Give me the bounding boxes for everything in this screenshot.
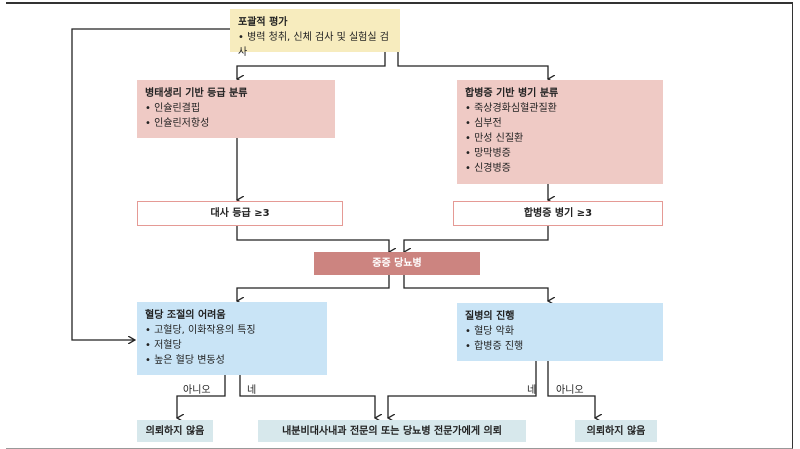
list-item: 인슐린결핍 bbox=[145, 101, 327, 116]
list-item: 만성 신질환 bbox=[465, 131, 655, 146]
list-item: 혈당 악화 bbox=[465, 324, 655, 339]
pathophysiology-title: 병태생리 기반 등급 분류 bbox=[145, 88, 248, 99]
yes-label-right: 네 bbox=[527, 385, 537, 396]
severe-diabetes-box: 중증 당뇨병 bbox=[314, 252, 480, 275]
no-referral-box-right: 의뢰하지 않음 bbox=[575, 420, 657, 442]
list-item: 합병증 진행 bbox=[465, 339, 655, 354]
disease-progression-box: 질병의 진행 혈당 악화 합병증 진행 bbox=[457, 303, 663, 361]
pathophysiology-box: 병태생리 기반 등급 분류 인슐린결핍인슐린저항성 bbox=[137, 80, 335, 138]
no-referral-box-left: 의뢰하지 않음 bbox=[137, 420, 213, 442]
no-label-left: 아니오 bbox=[183, 385, 211, 396]
glycemic-control-box: 혈당 조절의 어려움 고혈당, 이화작용의 특징 저혈당 높은 혈당 변동성 bbox=[137, 302, 327, 375]
assessment-title: 포괄적 평가 bbox=[238, 17, 288, 28]
list-item: 고혈당, 이화작용의 특징 bbox=[145, 323, 319, 338]
glycemic-title: 혈당 조절의 어려움 bbox=[145, 310, 226, 321]
progression-title: 질병의 진행 bbox=[465, 311, 515, 322]
complication-stage-box: 합병증 병기 ≥3 bbox=[453, 201, 663, 226]
list-item: 심부전 bbox=[465, 116, 655, 131]
list-item: 죽상경화심혈관질환 bbox=[465, 101, 655, 116]
comprehensive-assessment-box: 포괄적 평가 병력 청취, 신체 검사 및 실험실 검사 bbox=[230, 9, 400, 58]
no-label-right: 아니오 bbox=[556, 385, 584, 396]
metabolic-grade-box: 대사 등급 ≥3 bbox=[137, 201, 343, 226]
list-item: 저혈당 bbox=[145, 338, 319, 353]
referral-box: 내분비대사내과 전문의 또는 당뇨병 전문가에게 의뢰 bbox=[258, 420, 526, 442]
list-item: 인슐린저항성 bbox=[145, 116, 327, 131]
list-item: 망막병증 bbox=[465, 146, 655, 161]
complications-title: 합병증 기반 병기 분류 bbox=[465, 88, 559, 99]
yes-label-left: 네 bbox=[247, 385, 257, 396]
complications-box: 합병증 기반 병기 분류 죽상경화심혈관질환 심부전 만성 신질환 망막병증 신… bbox=[457, 80, 663, 184]
assessment-item: 병력 청취, 신체 검사 및 실험실 검사 bbox=[238, 30, 392, 60]
list-item: 높은 혈당 변동성 bbox=[145, 353, 319, 368]
list-item: 신경병증 bbox=[465, 161, 655, 176]
